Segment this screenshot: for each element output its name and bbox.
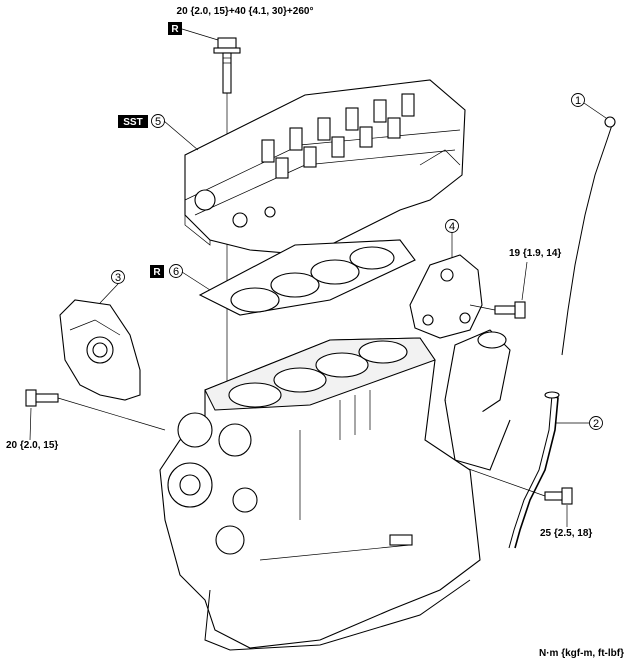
callout-5: 5 [151,114,199,151]
callout-4-text: 4 [449,221,455,233]
dipstick-tube [508,391,560,549]
cylinder-head [184,79,466,256]
callout-4: 4 [445,219,459,258]
units-legend: N·m {kgf-m, ft-lbf} [539,648,624,659]
callout-1: 1 [571,93,607,119]
callout-1-text: 1 [575,95,581,107]
callout-6: 6 [169,264,211,291]
torque-mount-bolt: 19 {1.9, 14} [509,248,561,259]
head-gasket [198,239,416,316]
cylinder-block [159,337,481,651]
torque-dipstick-bolt: 25 {2.5, 18} [540,528,592,539]
replace-badge-gasket: R [150,265,164,278]
callout-2-text: 2 [593,418,599,430]
torque-head-bolt: 20 {2.0, 15}+40 {4.1, 30}+260° [177,6,314,17]
callout-3: 3 [99,270,125,304]
sst-badge: SST [118,115,148,128]
callout-3-text: 3 [115,272,121,284]
sst-badge-text: SST [123,117,142,128]
oil-filter [444,329,511,471]
callout-2: 2 [556,416,603,430]
engine-mount-bracket [409,254,483,339]
replace-badge-bolt: R [168,22,182,35]
cover-bolt [25,389,166,431]
torque-cover-bolt: 20 {2.0, 15} [6,440,58,451]
dipstick [561,116,616,356]
callout-6-text: 6 [173,266,179,278]
timing-cover [59,299,141,401]
replace-badge-bolt-text: R [171,24,179,35]
callout-5-text: 5 [155,116,161,128]
replace-badge-gasket-text: R [153,267,161,278]
mount-bolt [469,301,526,319]
